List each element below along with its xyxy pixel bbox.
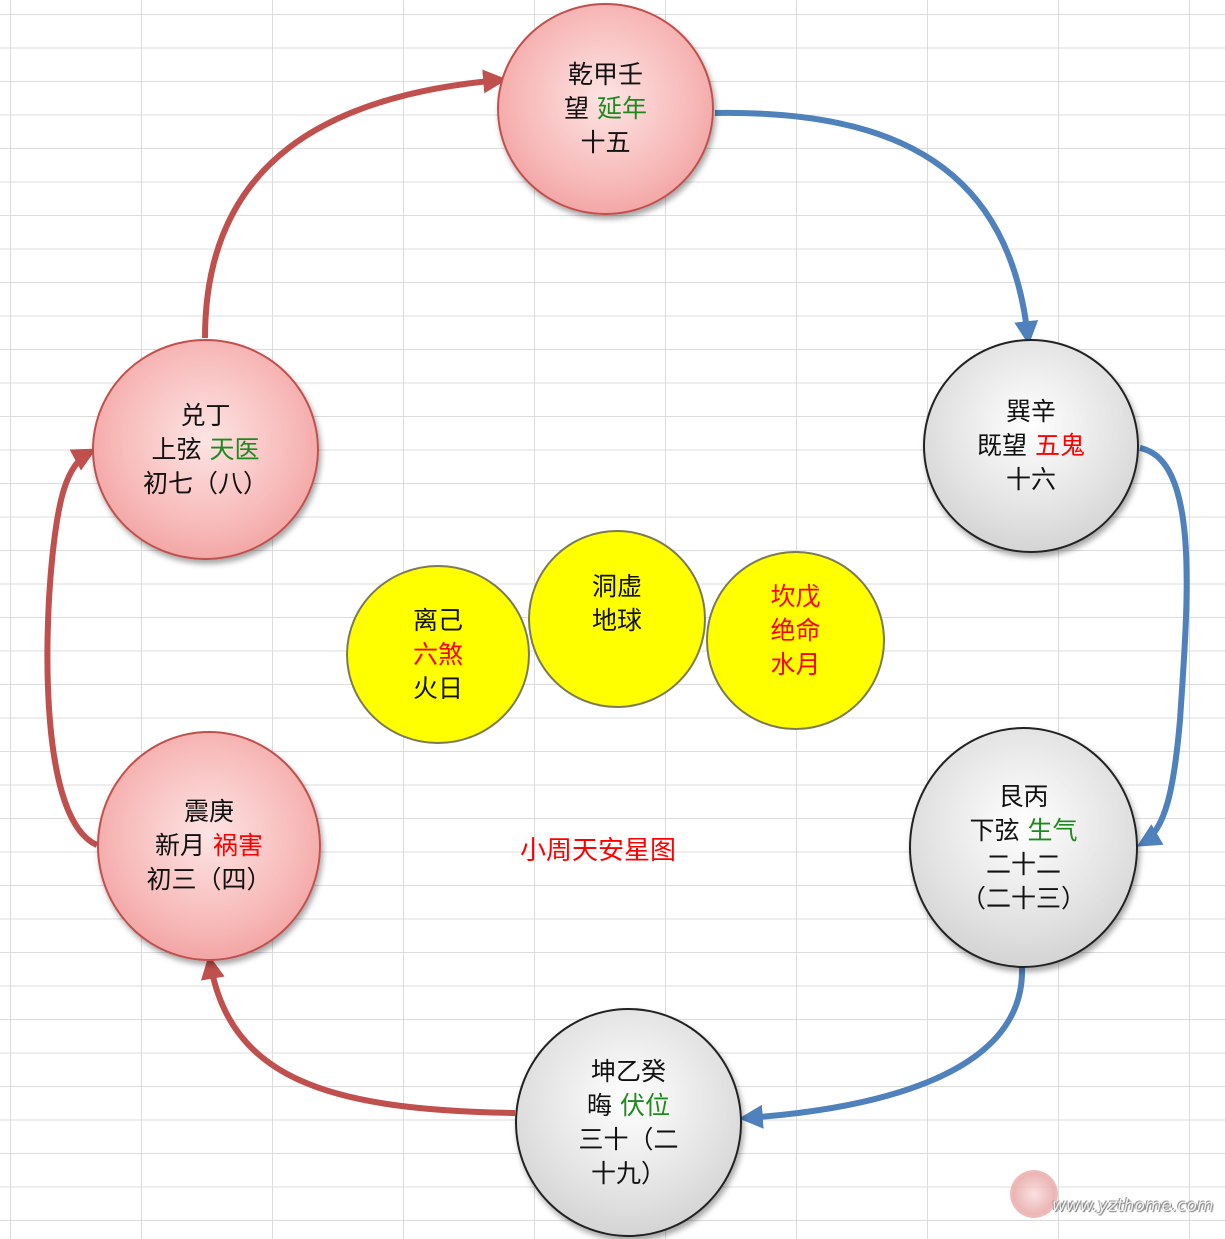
node-xun-line1: 巽辛 — [1005, 397, 1056, 426]
node-kun-line2: 晦 伏位 — [587, 1089, 670, 1123]
node-gen: 艮丙 下弦 生气 二十二 （二十三） — [909, 727, 1138, 968]
node-xun-phase: 既望 — [977, 431, 1028, 460]
node-zhen-phase: 新月 — [155, 831, 206, 860]
arrow-zhen-to-dui — [44, 448, 99, 848]
node-dui-line1: 兑丁 — [180, 400, 231, 430]
node-dui-star: 天医 — [209, 434, 260, 464]
node-dui-line2: 上弦 天医 — [152, 433, 260, 467]
node-qian-line2: 望 延年 — [564, 92, 647, 126]
arrow-gen-to-kun — [738, 967, 1026, 1129]
node-dui-line3: 初七（八） — [142, 468, 268, 498]
center-earth-line1: 洞虚 — [591, 572, 642, 601]
watermark-text: www.yzthome.com — [1052, 1196, 1214, 1216]
node-gen-line1: 艮丙 — [998, 781, 1049, 811]
center-kan-line3: 水月 — [770, 649, 821, 679]
arrow-xun-to-gen — [1136, 445, 1190, 847]
center-earth-line2: 地球 — [591, 606, 642, 635]
arrow-qian-to-xun — [714, 109, 1039, 346]
node-xun-star: 五鬼 — [1034, 431, 1085, 460]
center-kan-line1: 坎戊 — [770, 581, 821, 611]
node-xun: 巽辛 既望 五鬼 十六 — [923, 339, 1139, 553]
node-dui: 兑丁 上弦 天医 初七（八） — [92, 339, 319, 560]
center-li-line1: 离己 — [412, 605, 463, 635]
node-qian: 乾甲壬 望 延年 十五 — [497, 3, 714, 215]
node-kun-line4: 十九） — [590, 1158, 666, 1188]
node-qian-star: 延年 — [596, 94, 647, 123]
node-zhen: 震庚 新月 祸害 初三（四） — [97, 731, 321, 961]
node-kun-phase: 晦 — [587, 1090, 613, 1120]
node-qian-phase: 望 — [564, 94, 590, 123]
watermark-logo-icon — [1010, 1170, 1058, 1218]
node-gen-star: 生气 — [1027, 815, 1078, 845]
node-qian-line3: 十五 — [580, 128, 631, 157]
node-dui-phase: 上弦 — [151, 434, 202, 464]
node-qian-line1: 乾甲壬 — [567, 60, 643, 89]
arrow-dui-to-qian — [202, 69, 508, 339]
node-xun-line3: 十六 — [1005, 465, 1056, 494]
node-gen-line4: （二十三） — [960, 883, 1086, 913]
node-kun-line3: 三十（二 — [578, 1124, 679, 1154]
center-li-line3: 火日 — [412, 673, 463, 703]
center-earth: 洞虚 地球 — [528, 530, 706, 708]
center-li: 离己 六煞 火日 — [346, 565, 530, 744]
node-zhen-line2: 新月 祸害 — [155, 829, 263, 863]
node-gen-line3: 二十二 — [985, 849, 1061, 879]
center-kan-line2: 绝命 — [770, 615, 821, 645]
node-kun-star: 伏位 — [619, 1090, 670, 1120]
node-zhen-line1: 震庚 — [183, 797, 234, 826]
node-xun-line2: 既望 五鬼 — [977, 429, 1085, 463]
node-zhen-line3: 初三（四） — [146, 865, 272, 894]
diagram-title: 小周天安星图 — [520, 836, 677, 866]
node-zhen-star: 祸害 — [212, 831, 263, 860]
arrow-kun-to-zhen — [200, 954, 516, 1116]
node-kun: 坤乙癸 晦 伏位 三十（二 十九） — [515, 1008, 742, 1237]
node-gen-line2: 下弦 生气 — [970, 814, 1078, 848]
center-kan: 坎戊 绝命 水月 — [706, 551, 885, 730]
center-li-line2: 六煞 — [412, 639, 463, 669]
node-kun-line1: 坤乙癸 — [590, 1056, 666, 1086]
node-gen-phase: 下弦 — [969, 815, 1020, 845]
